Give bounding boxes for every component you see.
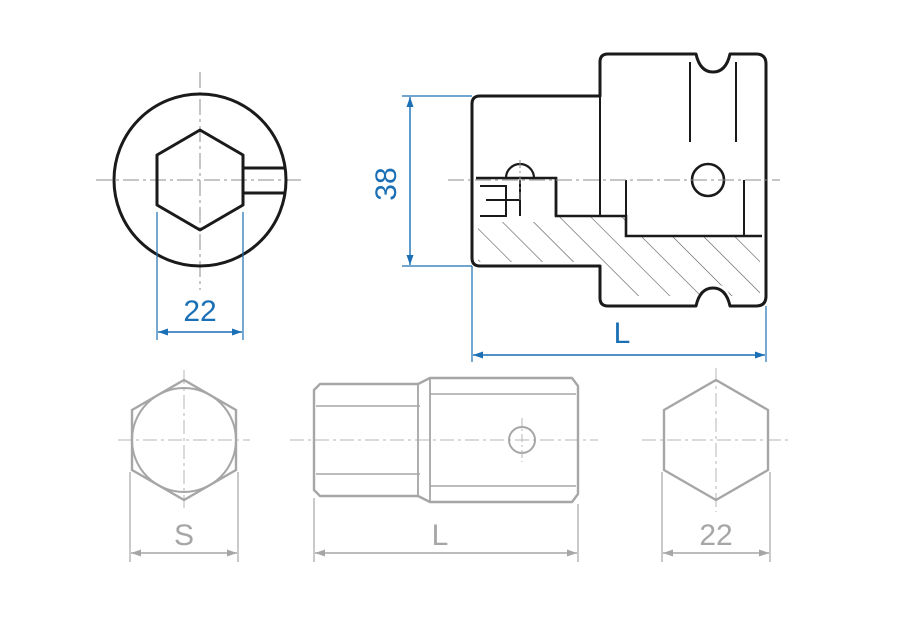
shoulder-lines bbox=[417, 378, 431, 502]
hex-width-label: 22 bbox=[183, 295, 216, 328]
length-label: L bbox=[614, 317, 631, 350]
socket-outer-circle bbox=[112, 92, 288, 268]
across-flats-label: S bbox=[174, 519, 194, 552]
hex-edge-lines bbox=[316, 393, 576, 487]
bit-cavity bbox=[476, 176, 762, 238]
height-label: 38 bbox=[370, 167, 403, 200]
ball-spring bbox=[480, 180, 521, 217]
chamfer-circle bbox=[131, 387, 237, 493]
socket-section-hatch bbox=[478, 216, 760, 296]
bit-side-view: L bbox=[290, 376, 598, 562]
drive-bore-line bbox=[625, 180, 745, 236]
bit-right-end-view: 22 bbox=[642, 368, 790, 562]
socket-end-view: 22 bbox=[96, 72, 302, 340]
pin-groove bbox=[689, 62, 737, 142]
socket-side-view: 38 L bbox=[370, 52, 780, 362]
socket-outline bbox=[470, 52, 768, 308]
ball-detent-slot bbox=[243, 166, 284, 195]
hex-outline bbox=[662, 378, 770, 502]
hex-label: 22 bbox=[699, 519, 732, 552]
bit-left-end-view: S bbox=[118, 370, 250, 562]
bit-length-label: L bbox=[432, 519, 449, 552]
hex-outline bbox=[130, 378, 238, 502]
hex-opening bbox=[155, 128, 245, 232]
